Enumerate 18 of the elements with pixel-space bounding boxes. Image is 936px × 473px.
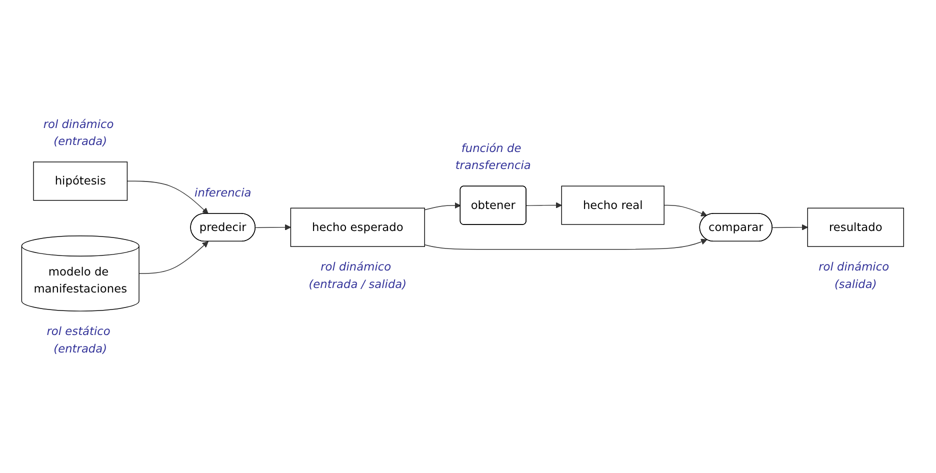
arrow [138, 241, 208, 274]
arrow [424, 238, 708, 250]
arrow [126, 180, 208, 214]
node-label: función de transferencia [455, 141, 531, 172]
node-label: inferencia [194, 186, 252, 200]
node-label: rol dinámico (entrada / salida) [308, 260, 407, 291]
arrow [772, 224, 808, 230]
node-box: hecho real [561, 186, 664, 225]
node-box: hecho esperado [290, 208, 425, 247]
arrow [424, 202, 461, 210]
arrow [526, 202, 562, 208]
arrow [664, 204, 708, 216]
node-label: rol dinámico (salida) [818, 260, 890, 291]
node-box: resultado [807, 208, 904, 247]
node-label: rol estático (entrada) [46, 324, 110, 356]
node-box: hipótesis [33, 162, 128, 201]
arrow [255, 224, 291, 230]
node-label: rol dinámico (entrada) [43, 117, 114, 148]
